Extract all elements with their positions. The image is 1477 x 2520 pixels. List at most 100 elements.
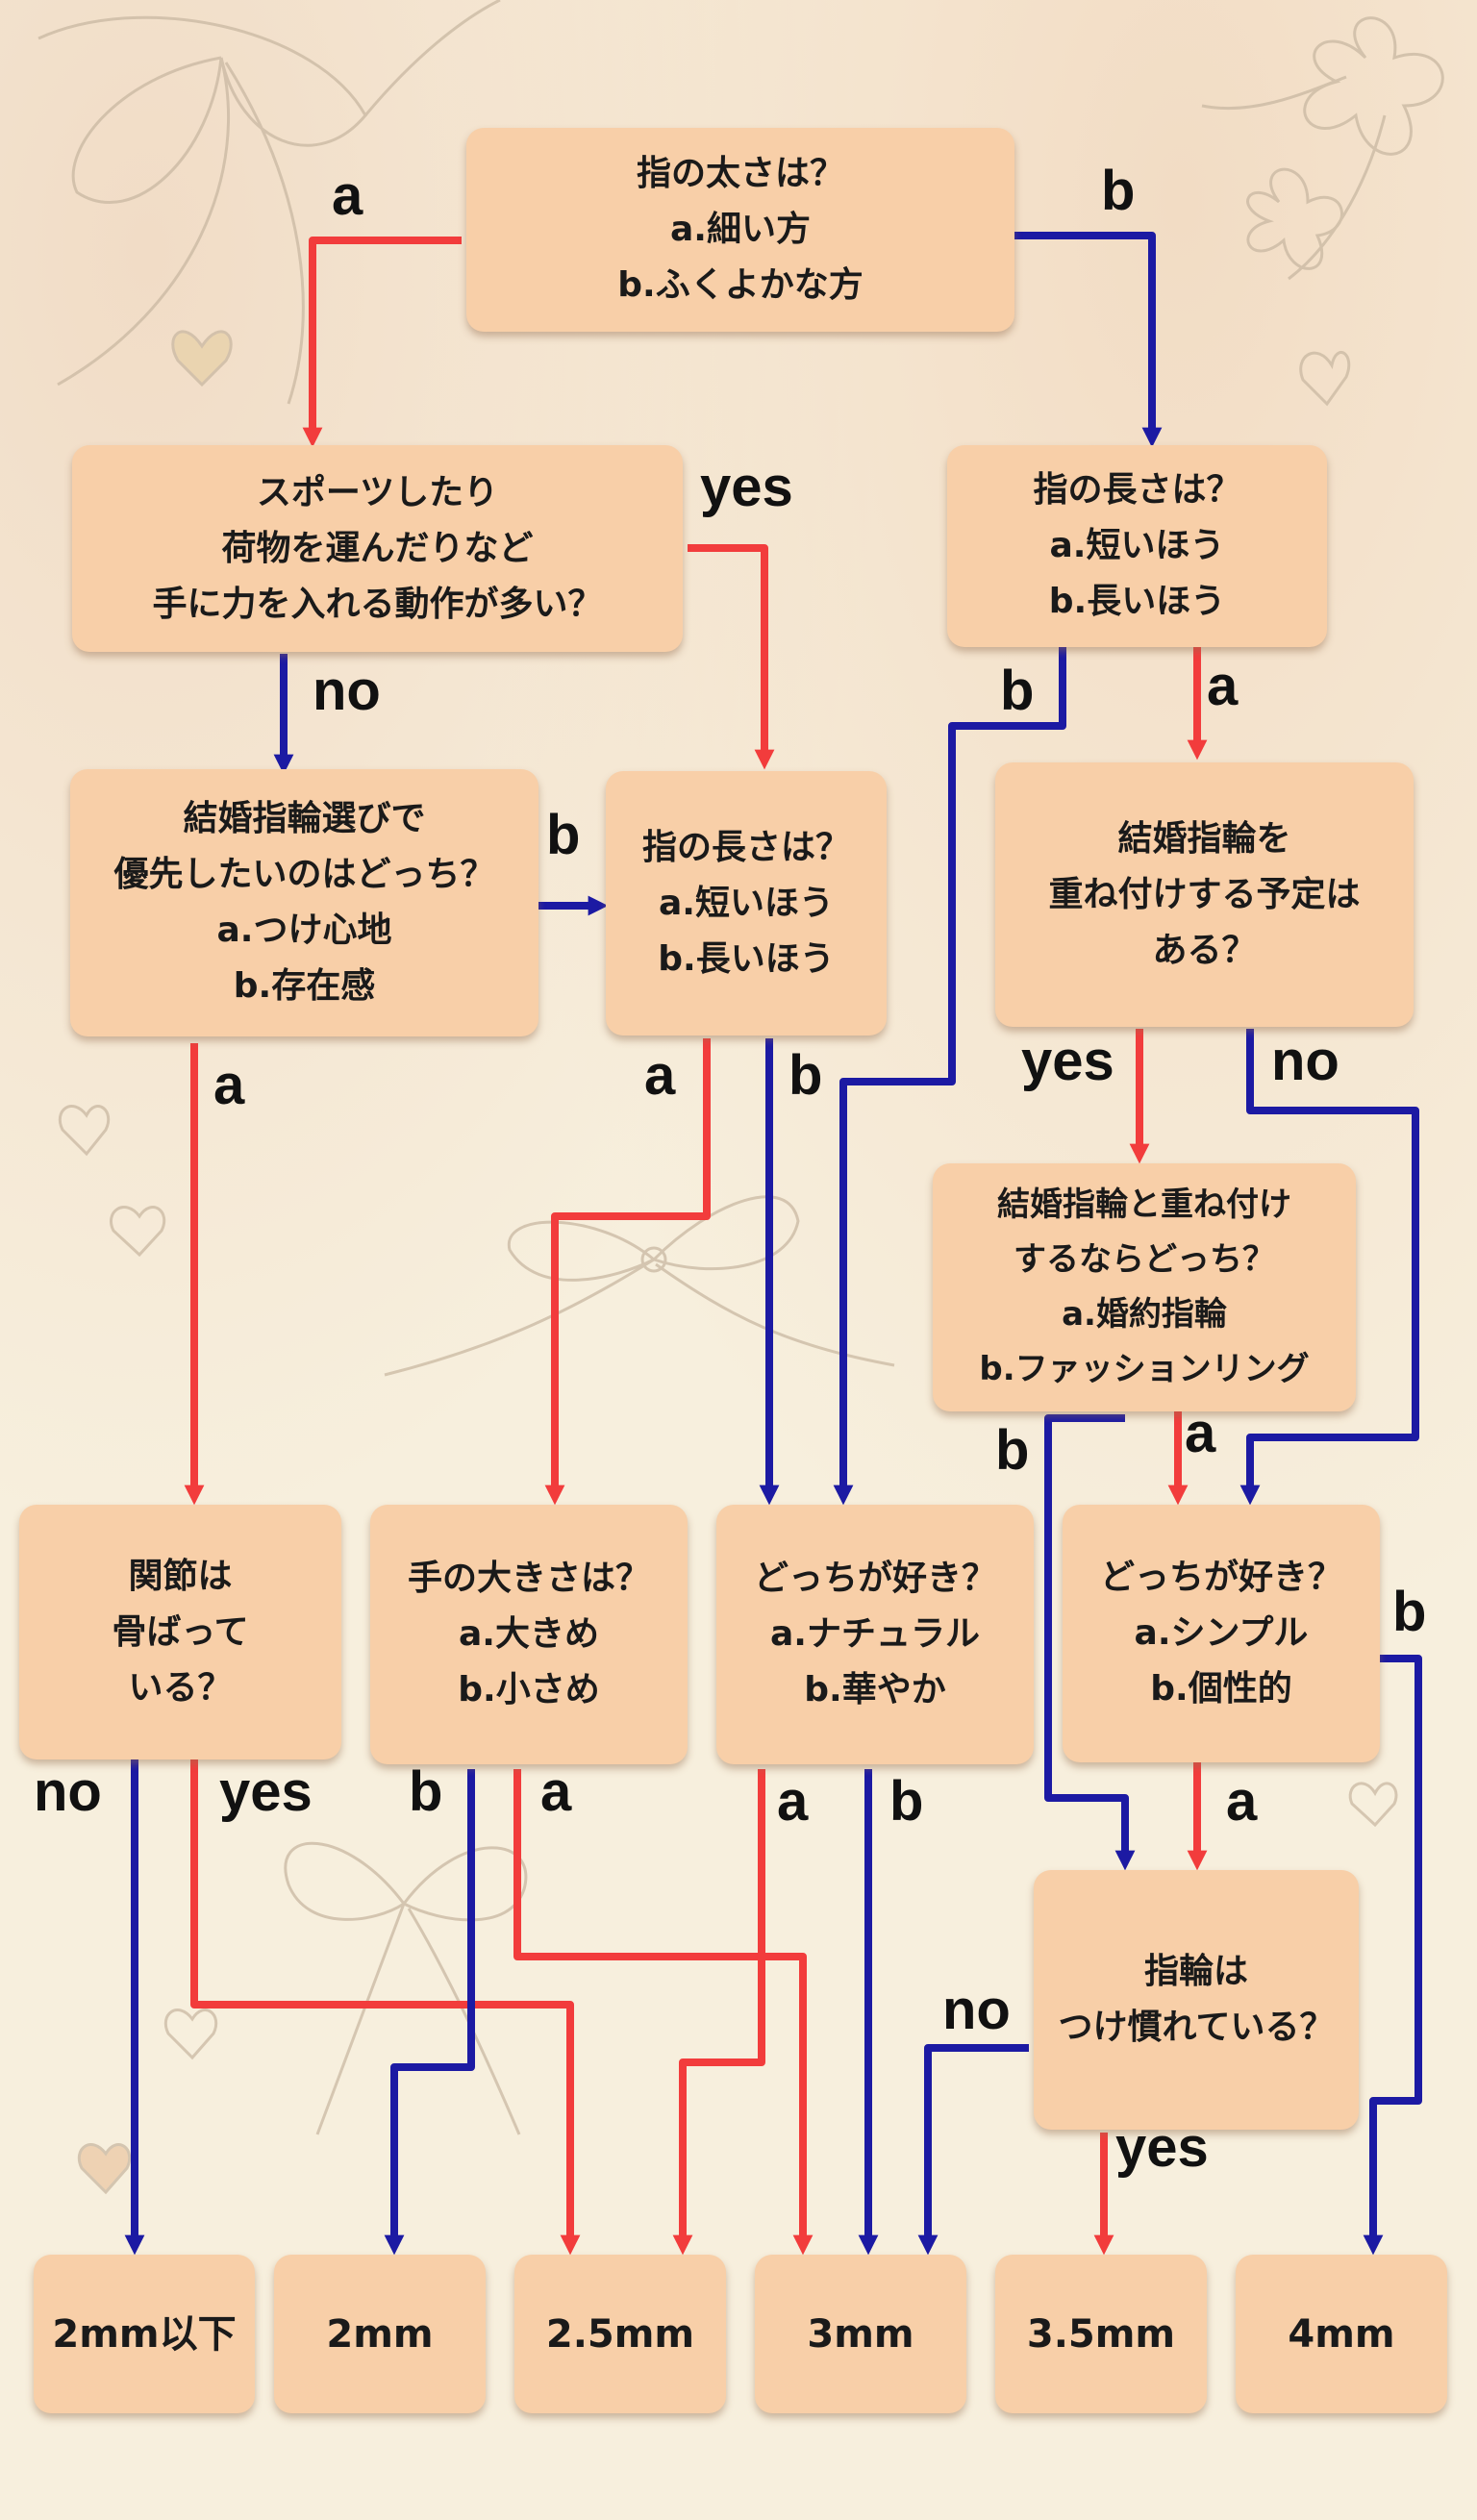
edge-label: yes bbox=[219, 1760, 313, 1823]
edge-label: b bbox=[409, 1760, 443, 1823]
question-stacking-plan: 結婚指輪を 重ね付けする予定は ある？ bbox=[995, 762, 1414, 1027]
node-line: ある？ bbox=[1152, 930, 1257, 970]
question-preference-natural: どっちが好き？ a.ナチュラル b.華やか bbox=[716, 1505, 1034, 1764]
edge-thickness-a bbox=[302, 237, 462, 448]
node-line: つけ慣れている？ bbox=[1058, 2008, 1335, 2047]
edge-sports-yes bbox=[688, 544, 775, 770]
edge-thickness-b bbox=[1014, 232, 1163, 448]
cherry-blossom-decoration bbox=[1201, 16, 1444, 281]
result-width-2mm-or-less: 2mm以下 bbox=[34, 2255, 255, 2413]
edge-label: b bbox=[1101, 160, 1136, 222]
node-line: 指の長さは？ bbox=[1033, 470, 1241, 510]
heart-decorations bbox=[58, 330, 1398, 2195]
node-line: 指輪は bbox=[1143, 1952, 1248, 1991]
node-line: b.小さめ bbox=[458, 1670, 600, 1709]
question-bony-joints: 関節は 骨ばって いる？ bbox=[19, 1505, 341, 1759]
node-line: いる？ bbox=[128, 1667, 233, 1708]
node-line: 手に力を入れる動作が多い？ bbox=[152, 584, 603, 624]
result-width-3-5mm: 3.5mm bbox=[995, 2255, 1207, 2413]
question-finger-length-middle: 指の長さは？ a.短いほう b.長いほう bbox=[606, 771, 887, 1035]
node-line: a.ナチュラル bbox=[770, 1614, 980, 1654]
node-line: b.ふくよかな方 bbox=[617, 265, 864, 305]
node-line: 指の長さは？ bbox=[641, 827, 850, 867]
edge-stack-plan-no bbox=[1239, 1029, 1419, 1506]
node-line: a.短いほう bbox=[1049, 526, 1225, 565]
result-label: 2mm bbox=[326, 2311, 434, 2357]
edge-label: b bbox=[995, 1419, 1030, 1482]
edge-label: b bbox=[1392, 1581, 1427, 1643]
node-line: a.短いほう bbox=[659, 883, 834, 923]
edge-stack-with-b bbox=[1044, 1414, 1136, 1871]
edge-hand-a bbox=[513, 1769, 814, 2256]
edge-label: no bbox=[942, 1979, 1011, 2041]
node-line: b.個性的 bbox=[1150, 1669, 1292, 1709]
result-width-2-5mm: 2.5mm bbox=[514, 2255, 726, 2413]
result-label: 2.5mm bbox=[545, 2311, 695, 2357]
result-label: 3.5mm bbox=[1026, 2311, 1176, 2357]
edge-length-right-b bbox=[833, 644, 1066, 1506]
node-line: a.つけ心地 bbox=[216, 911, 392, 950]
edge-joints-yes bbox=[190, 1759, 581, 2256]
result-label: 3mm bbox=[807, 2311, 914, 2357]
edge-label: a bbox=[1226, 1770, 1258, 1833]
edge-label: yes bbox=[700, 456, 793, 518]
edge-used-no bbox=[917, 2044, 1029, 2256]
edge-label: a bbox=[540, 1760, 572, 1823]
edge-label: a bbox=[644, 1044, 676, 1107]
node-line: b.長いほう bbox=[658, 938, 835, 979]
question-stacking-partner: 結婚指輪と重ね付け するならどっち？ a.婚約指輪 b.ファッションリング bbox=[933, 1163, 1356, 1411]
node-line: 重ね付けする予定は bbox=[1048, 874, 1361, 914]
node-line: b.華やか bbox=[804, 1670, 946, 1709]
node-line: 荷物を運んだりなど bbox=[221, 528, 534, 568]
edge-label: a bbox=[213, 1054, 245, 1116]
edge-label: no bbox=[1271, 1030, 1339, 1092]
node-line: a.細い方 bbox=[670, 210, 811, 249]
node-line: 結婚指輪を bbox=[1117, 818, 1291, 859]
edge-label: b bbox=[789, 1044, 823, 1107]
edge-simple-b bbox=[1363, 1655, 1422, 2256]
node-line: 結婚指輪選びで bbox=[183, 799, 426, 838]
result-label: 2mm以下 bbox=[52, 2311, 237, 2357]
question-used-to-rings: 指輪は つけ慣れている？ bbox=[1034, 1870, 1359, 2130]
edge-label: no bbox=[313, 660, 381, 722]
node-line: 結婚指輪と重ね付け bbox=[997, 1185, 1291, 1224]
edge-label: yes bbox=[1021, 1030, 1114, 1092]
result-width-4mm: 4mm bbox=[1236, 2255, 1447, 2413]
node-line: 優先したいのはどっち？ bbox=[113, 855, 495, 894]
edge-label: no bbox=[34, 1760, 102, 1823]
node-line: b.長いほう bbox=[1048, 582, 1226, 621]
node-line: 手の大きさは？ bbox=[407, 1559, 650, 1598]
edge-natural-a bbox=[672, 1769, 765, 2256]
question-hand-size: 手の大きさは？ a.大きめ b.小さめ bbox=[370, 1505, 688, 1764]
node-line: 指の太さは？ bbox=[636, 154, 844, 193]
result-label: 4mm bbox=[1288, 2311, 1395, 2357]
edge-hand-b bbox=[384, 1769, 475, 2256]
question-finger-thickness: 指の太さは？ a.細い方 b.ふくよかな方 bbox=[466, 128, 1014, 332]
node-line: スポーツしたり bbox=[256, 472, 499, 512]
edge-label: a bbox=[332, 164, 363, 227]
node-line: b.ファッションリング bbox=[979, 1350, 1310, 1388]
edge-label: b bbox=[1000, 660, 1035, 722]
node-line: a.大きめ bbox=[459, 1614, 599, 1654]
node-line: どっちが好き？ bbox=[1099, 1558, 1342, 1597]
question-finger-length-right: 指の長さは？ a.短いほう b.長いほう bbox=[947, 445, 1327, 647]
edge-label: b bbox=[889, 1770, 924, 1833]
result-width-3mm: 3mm bbox=[755, 2255, 966, 2413]
node-line: するならどっち？ bbox=[1014, 1240, 1275, 1279]
edge-label: b bbox=[546, 804, 581, 866]
question-preference-simple: どっちが好き？ a.シンプル b.個性的 bbox=[1063, 1505, 1380, 1762]
edge-label: a bbox=[1207, 655, 1239, 717]
result-width-2mm: 2mm bbox=[274, 2255, 486, 2413]
edge-label: a bbox=[1185, 1402, 1216, 1464]
node-line: 骨ばって bbox=[112, 1611, 249, 1652]
edge-label: yes bbox=[1115, 2116, 1209, 2179]
node-line: どっちが好き？ bbox=[753, 1559, 996, 1598]
edge-label: a bbox=[777, 1770, 809, 1833]
node-line: 関節は bbox=[128, 1556, 233, 1596]
node-line: a.婚約指輪 bbox=[1062, 1295, 1227, 1334]
question-wedding-ring-priority: 結婚指輪選びで 優先したいのはどっち？ a.つけ心地 b.存在感 bbox=[70, 769, 538, 1036]
question-hand-force-activities: スポーツしたり 荷物を運んだりなど 手に力を入れる動作が多い？ bbox=[72, 445, 683, 652]
ribbon-bow-top-left-decoration bbox=[38, 0, 501, 405]
